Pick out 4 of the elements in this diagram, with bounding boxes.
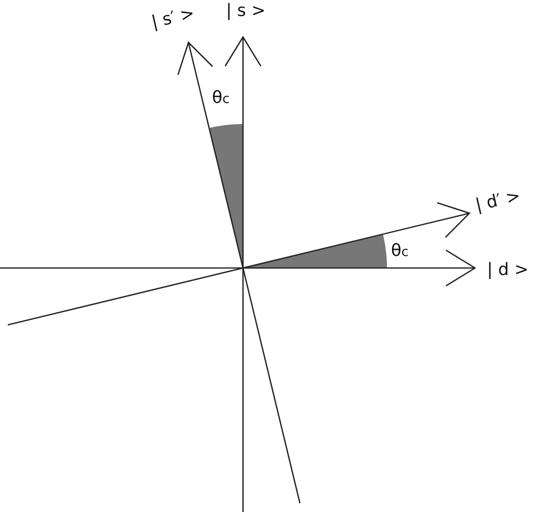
axis-label: | d′ > [474, 188, 522, 215]
axis-label: | d > [487, 262, 529, 279]
axis-label: | s′ > [150, 5, 196, 32]
axis-label: | s > [226, 3, 266, 20]
